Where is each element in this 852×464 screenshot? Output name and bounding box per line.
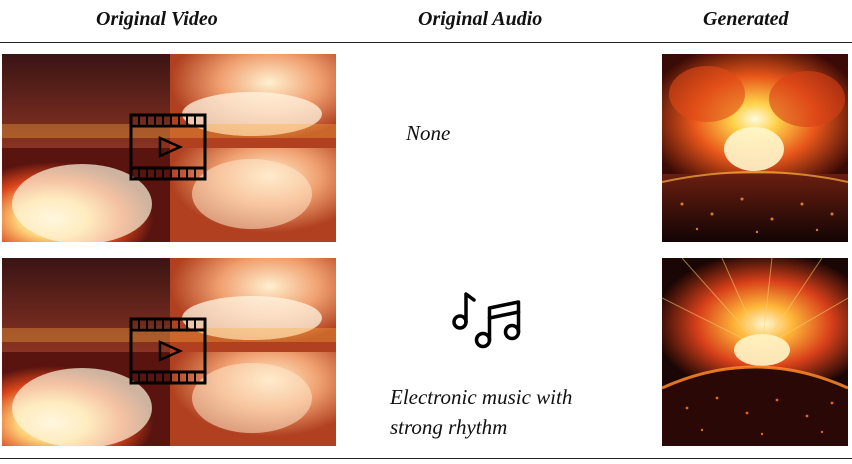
audio-text-line: None (406, 121, 451, 145)
header-generated: Generated (703, 8, 789, 30)
original-video-thumbnail-1[interactable] (2, 54, 336, 242)
audio-text-line: Electronic music with (390, 385, 573, 409)
video-play-icon (129, 113, 207, 181)
music-notes-icon (450, 290, 526, 352)
generated-image-2 (662, 258, 848, 446)
audio-description-2: Electronic music with strong rhythm (390, 382, 572, 442)
top-rule (0, 42, 852, 43)
original-video-thumbnail-2[interactable] (2, 258, 336, 446)
video-play-icon (129, 317, 207, 385)
generated-image-1 (662, 54, 848, 242)
audio-description-1: None (406, 118, 450, 148)
header-original-video: Original Video (96, 8, 218, 30)
header-original-audio: Original Audio (418, 8, 543, 30)
audio-text-line: strong rhythm (390, 415, 508, 439)
bottom-rule (0, 458, 852, 459)
